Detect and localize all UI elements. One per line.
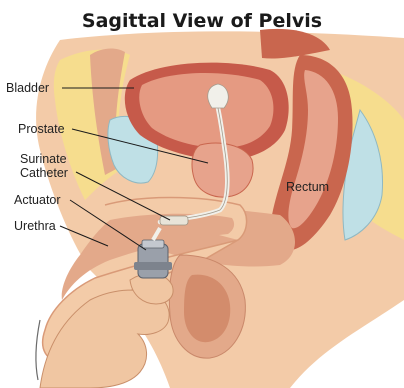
prostate — [192, 143, 253, 197]
label-surinate-line1: Surinate — [20, 152, 67, 166]
label-urethra: Urethra — [14, 219, 56, 233]
label-bladder: Bladder — [6, 81, 49, 95]
label-surinate-line2: Catheter — [20, 166, 68, 180]
label-rectum: Rectum — [286, 180, 329, 194]
label-prostate: Prostate — [18, 122, 65, 136]
label-actuator: Actuator — [14, 193, 61, 207]
diagram-title: Sagittal View of Pelvis — [82, 10, 322, 32]
catheter-tip — [208, 84, 229, 108]
